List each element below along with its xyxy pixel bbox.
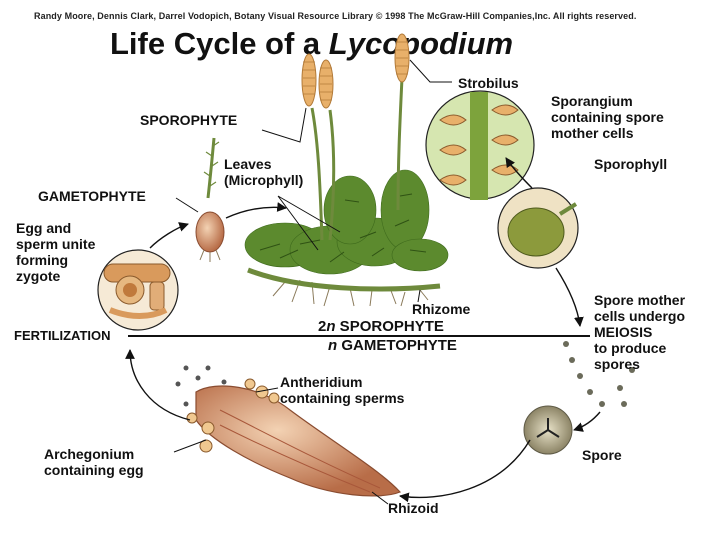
label-egg-sperm-line-4: zygote bbox=[16, 268, 95, 284]
arrow-to-rhizoid bbox=[400, 440, 530, 497]
arrow-to-spore bbox=[574, 412, 600, 430]
label-leaves-line-1: Leaves bbox=[224, 156, 303, 172]
label-meiosis-line-1: Spore mother bbox=[594, 292, 685, 308]
label-fertilization: FERTILIZATION bbox=[14, 328, 111, 344]
label-meiosis: Spore mother cells undergo MEIOSIS to pr… bbox=[594, 292, 685, 372]
label-antheridium-line-2: containing sperms bbox=[280, 390, 404, 406]
label-egg-sperm-line-3: forming bbox=[16, 252, 95, 268]
label-meiosis-line-4: to produce bbox=[594, 340, 685, 356]
label-spore: Spore bbox=[582, 447, 622, 463]
label-archegonium-line-1: Archegonium bbox=[44, 446, 144, 462]
label-sporophyll: Sporophyll bbox=[594, 156, 667, 172]
label-meiosis-line-3: MEIOSIS bbox=[594, 324, 685, 340]
label-leaves-line-2: (Microphyll) bbox=[224, 172, 303, 188]
label-sporophyte: SPOROPHYTE bbox=[140, 112, 237, 128]
leader-strobilus bbox=[410, 60, 452, 82]
label-egg-sperm-line-2: sperm unite bbox=[16, 236, 95, 252]
label-sporangium-line-2: containing spore bbox=[551, 109, 664, 125]
leader-gametophyte bbox=[176, 198, 198, 212]
spore-illustration bbox=[524, 406, 572, 454]
strobilus-inset bbox=[426, 91, 534, 200]
label-sporangium-line-3: mother cells bbox=[551, 125, 664, 141]
ploidy-n-var: n bbox=[328, 337, 337, 354]
sporophyll-inset bbox=[498, 188, 578, 268]
label-sporangium-line-1: Sporangium bbox=[551, 93, 664, 109]
leader-sporophyte bbox=[262, 108, 306, 142]
label-egg-sperm: Egg and sperm unite forming zygote bbox=[16, 220, 95, 284]
label-antheridium-line-1: Antheridium bbox=[280, 374, 404, 390]
label-rhizoid: Rhizoid bbox=[388, 500, 439, 516]
arrow-to-meiosis bbox=[556, 268, 580, 326]
label-n-gametophyte: n GAMETOPHYTE bbox=[328, 338, 457, 354]
label-meiosis-line-2: cells undergo bbox=[594, 308, 685, 324]
label-sporangium: Sporangium containing spore mother cells bbox=[551, 93, 664, 141]
arrow-to-gametophyte bbox=[150, 224, 188, 248]
ploidy-2n-var: n bbox=[326, 318, 335, 335]
label-strobilus: Strobilus bbox=[458, 75, 519, 91]
label-antheridium: Antheridium containing sperms bbox=[280, 374, 404, 406]
young-sporophyte bbox=[196, 138, 224, 262]
label-archegonium-line-2: containing egg bbox=[44, 462, 144, 478]
label-meiosis-line-5: spores bbox=[594, 356, 685, 372]
arrow-to-sporophyte bbox=[226, 207, 286, 218]
arrow-to-fertilization bbox=[130, 350, 190, 420]
zygote-inset bbox=[98, 250, 178, 330]
label-archegonium: Archegonium containing egg bbox=[44, 446, 144, 478]
label-rhizome: Rhizome bbox=[412, 301, 470, 317]
label-2n-sporophyte: 2n SPOROPHYTE bbox=[318, 319, 444, 335]
ploidy-2n-word: SPOROPHYTE bbox=[336, 318, 444, 335]
label-gametophyte: GAMETOPHYTE bbox=[38, 188, 146, 204]
ploidy-n-word: GAMETOPHYTE bbox=[337, 337, 457, 354]
label-egg-sperm-line-1: Egg and bbox=[16, 220, 95, 236]
label-leaves: Leaves (Microphyll) bbox=[224, 156, 303, 188]
